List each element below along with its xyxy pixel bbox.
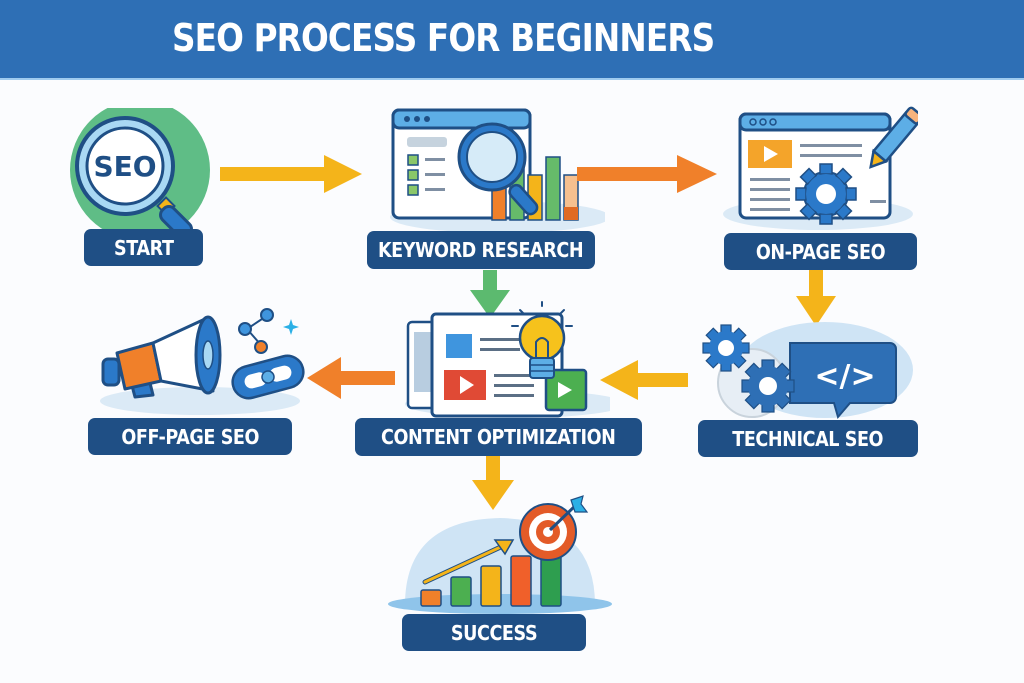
header-banner: SEO PROCESS FOR BEGINNERS (0, 0, 1024, 80)
arrow-right-icon (577, 155, 717, 193)
page-title: SEO PROCESS FOR BEGINNERS (172, 16, 715, 60)
step-technical-seo: </> (690, 318, 930, 428)
arrow-down-icon (472, 456, 514, 510)
label-success: SUCCESS (402, 614, 586, 651)
arrow-down-icon (796, 270, 836, 326)
label-keyword-research: KEYWORD RESEARCH (367, 231, 595, 269)
step-start: SEO (68, 108, 218, 268)
megaphone-link-icon (100, 308, 305, 415)
seo-badge-text: SEO (93, 150, 156, 183)
step-on-page-seo (718, 106, 918, 236)
seo-magnifier-icon: SEO (70, 108, 210, 238)
step-off-page-seo (95, 305, 310, 415)
step-keyword-research (375, 105, 605, 235)
label-off-page-seo: OFF-PAGE SEO (88, 418, 292, 455)
arrow-down-icon (470, 270, 510, 318)
label-content-optimization: CONTENT OPTIMIZATION (355, 418, 642, 456)
growth-chart-target-icon (388, 495, 612, 614)
arrow-right-icon (220, 155, 362, 193)
code-tag-text: </> (814, 359, 875, 394)
arrow-left-icon (600, 360, 688, 400)
step-success (385, 490, 615, 615)
webpage-gear-pencil-icon (723, 106, 918, 230)
content-lightbulb-icon (405, 301, 610, 418)
keyword-research-icon (390, 108, 605, 233)
arrow-left-icon (307, 357, 395, 399)
label-start: START (84, 229, 203, 266)
label-technical-seo: TECHNICAL SEO (698, 420, 918, 457)
step-content-optimization (400, 300, 610, 418)
label-on-page-seo: ON-PAGE SEO (724, 233, 917, 270)
code-gears-icon: </> (702, 322, 913, 420)
